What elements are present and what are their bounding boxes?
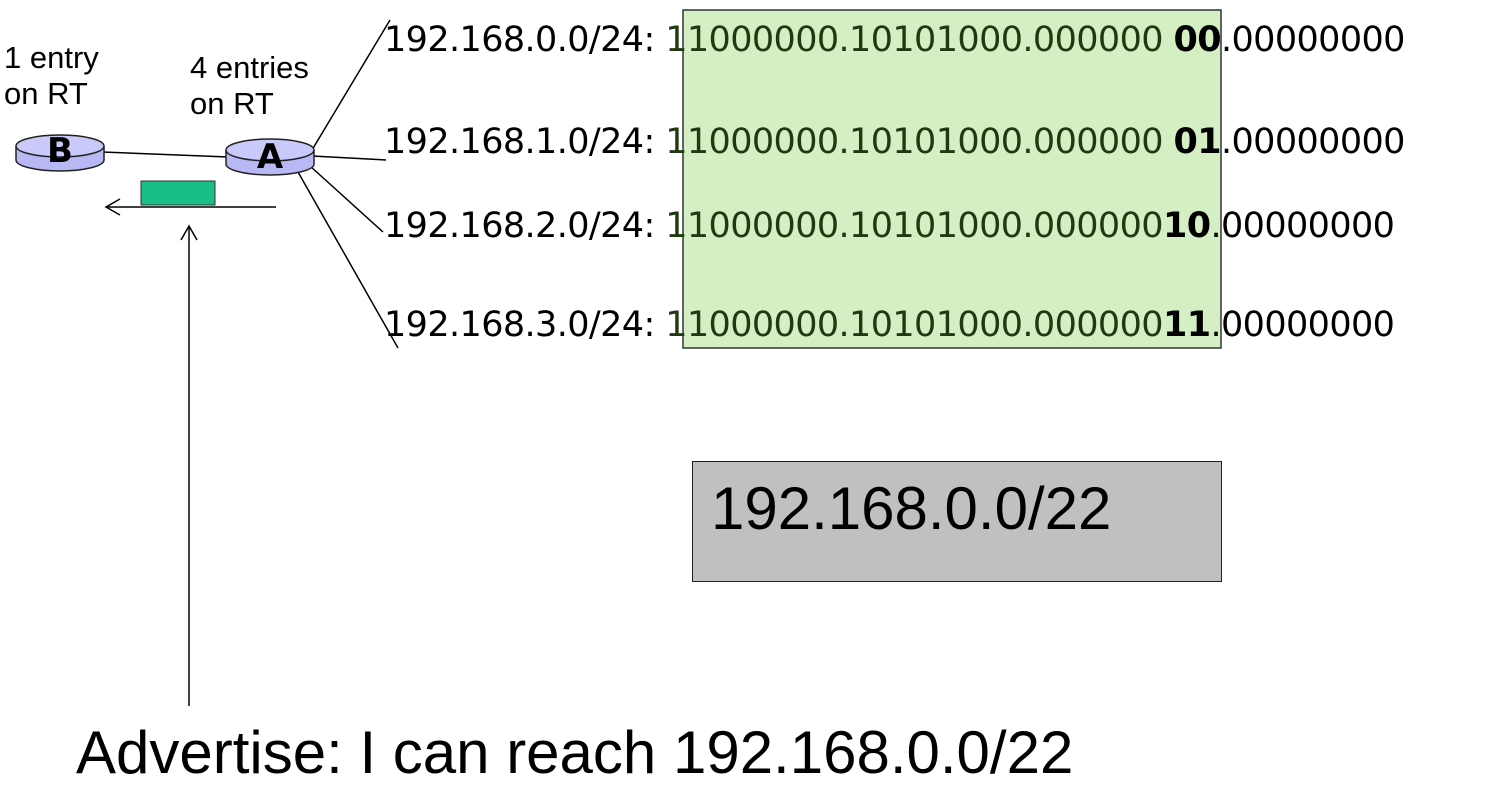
- aggregate-prefix-label: 192.168.0.0/22: [711, 475, 1112, 542]
- subnet-link-1: [311, 155, 387, 161]
- prefix-host-bits: 00: [1173, 20, 1221, 60]
- router-a-entries-line1: 4 entries: [190, 50, 309, 85]
- subnet-link-3: [297, 171, 399, 349]
- subnet-link-2: [309, 165, 384, 233]
- router-b: B: [15, 131, 105, 172]
- prefix-row-3: 192.168.3.0/24: 11000000.10101000.000000…: [384, 305, 1395, 345]
- message-packet: [140, 180, 216, 206]
- subnet-links: [297, 19, 399, 349]
- prefix-host-bits: 01: [1173, 122, 1221, 162]
- common-prefix-highlight: [682, 9, 1222, 349]
- router-a: A: [225, 137, 315, 177]
- prefix-net: 192.168.1.0/24:: [384, 122, 655, 162]
- prefix-net: 192.168.0.0/24:: [384, 20, 655, 60]
- router-b-entries-label: 1 entry on RT: [4, 40, 99, 112]
- prefix-bits: 11000000.10101000.000000: [665, 305, 1163, 345]
- router-a-letter: A: [257, 137, 284, 177]
- prefix-bits: 11000000.10101000.000000: [665, 20, 1163, 60]
- prefix-row-2: 192.168.2.0/24: 11000000.10101000.000000…: [384, 206, 1395, 246]
- prefix-row-1: 192.168.1.0/24: 11000000.10101000.000000…: [384, 122, 1405, 162]
- link-b-a: [101, 151, 229, 158]
- prefix-suffix: .00000000: [1220, 20, 1405, 60]
- prefix-bits: 11000000.10101000.000000: [665, 206, 1163, 246]
- prefix-net: 192.168.2.0/24:: [384, 206, 655, 246]
- prefix-suffix: .00000000: [1220, 122, 1405, 162]
- prefix-bits: 11000000.10101000.000000: [665, 122, 1163, 162]
- router-b-letter: B: [47, 131, 73, 171]
- prefix-suffix: .00000000: [1210, 305, 1395, 345]
- prefix-suffix: .00000000: [1210, 206, 1395, 246]
- message-arrow: [104, 198, 276, 216]
- prefix-row-0: 192.168.0.0/24: 11000000.10101000.000000…: [384, 20, 1405, 60]
- prefix-host-bits: 10: [1162, 206, 1211, 246]
- router-b-entries-line2: on RT: [4, 76, 88, 111]
- advertisement-text: Advertise: I can reach 192.168.0.0/22: [76, 719, 1074, 786]
- subnet-link-0: [311, 19, 391, 151]
- router-a-entries-line2: on RT: [190, 86, 274, 121]
- aggregate-prefix-box: 192.168.0.0/22: [692, 461, 1222, 582]
- prefix-host-bits: 11: [1162, 305, 1211, 345]
- router-b-entries-line1: 1 entry: [4, 40, 99, 75]
- prefix-net: 192.168.3.0/24:: [384, 305, 655, 345]
- advert-pointer-arrow: [180, 224, 198, 706]
- router-a-entries-label: 4 entries on RT: [190, 50, 309, 122]
